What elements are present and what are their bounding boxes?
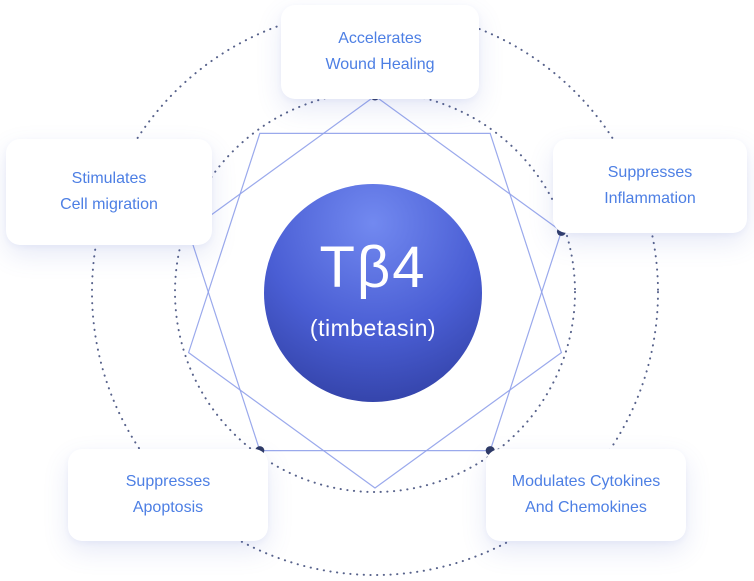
node-label-line: Accelerates xyxy=(338,30,422,47)
node-card-suppresses-inflammation: Suppresses Inflammation xyxy=(553,139,747,233)
center-title: Tβ4 xyxy=(319,234,427,300)
node-card-suppresses-apoptosis: Suppresses Apoptosis xyxy=(68,449,268,541)
center-sphere: Tβ4 (timbetasin) xyxy=(264,184,482,402)
node-label-line: Stimulates xyxy=(71,170,147,187)
pentagon-down-shape xyxy=(187,132,563,489)
node-card-stimulates-cell-migration: Stimulates Cell migration xyxy=(6,139,212,245)
node-label-line: Cell migration xyxy=(60,196,158,213)
inner-dotted-ring-circle xyxy=(174,91,576,493)
node-label-line: Suppresses xyxy=(607,164,693,181)
node-label-line: And Chemokines xyxy=(525,499,647,516)
node-label-line: Apoptosis xyxy=(132,499,204,516)
pentagon-up-shape xyxy=(187,95,563,452)
node-label-line: Suppresses xyxy=(125,473,211,490)
node-card-modulates-cytokines-and-chemokines: Modulates Cytokines And Chemokines xyxy=(486,449,686,541)
node-label-line: Wound Healing xyxy=(325,56,435,73)
node-label-line: Inflammation xyxy=(604,190,696,207)
node-card-accelerates-wound-healing: Accelerates Wound Healing xyxy=(281,5,479,99)
node-label-line: Modulates Cytokines xyxy=(511,473,661,490)
center-subtitle: (timbetasin) xyxy=(309,314,437,341)
